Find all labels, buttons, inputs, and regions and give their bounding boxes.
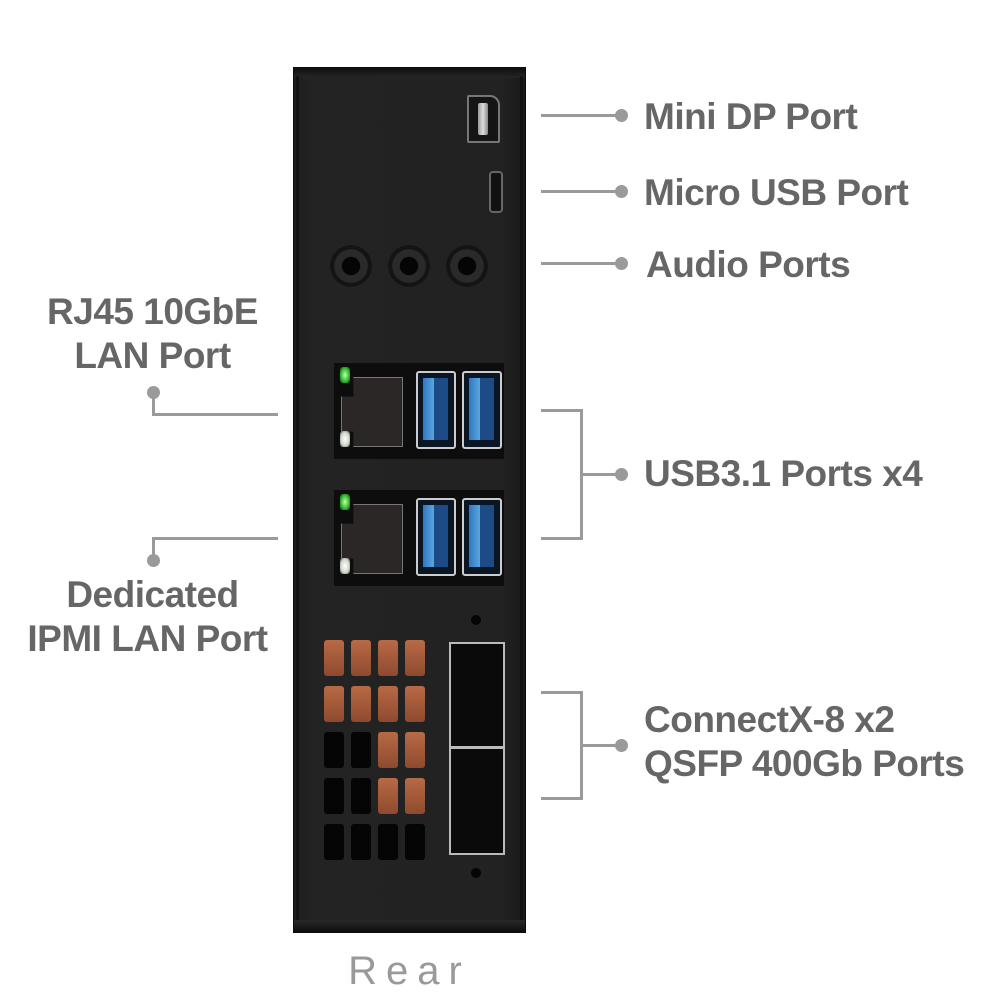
qsfp-400gb-cage	[449, 642, 505, 855]
rj45-10gbe-port	[341, 377, 403, 447]
callout-label-ipmi-line2: IPMI LAN Port	[27, 618, 268, 659]
callout-dot-icon	[615, 185, 628, 198]
io-block-ipmi-usb	[334, 490, 504, 586]
callout-label-ipmi-line1: Dedicated	[66, 574, 239, 615]
bracket-line	[541, 409, 583, 412]
vent-slot	[324, 824, 344, 860]
callout-dot-icon	[615, 109, 628, 122]
vent-slot	[378, 824, 398, 860]
ipmi-lan-port	[341, 504, 403, 574]
vent-slot	[351, 732, 371, 768]
leader-line	[580, 744, 620, 747]
screw-hole	[471, 615, 481, 625]
chassis-bottom-edge	[294, 920, 525, 932]
vent-slot	[351, 686, 371, 722]
server-rear-chassis	[293, 67, 526, 933]
leader-line	[580, 473, 620, 476]
view-label: Rear	[348, 949, 471, 993]
vent-slot	[324, 686, 344, 722]
callout-label-micro-usb: Micro USB Port	[644, 172, 909, 213]
vent-slot	[378, 686, 398, 722]
link-led-icon	[340, 494, 350, 510]
chassis-top-edge	[294, 68, 525, 78]
vent-slot	[405, 686, 425, 722]
activity-led-icon	[340, 558, 350, 574]
callout-label-mini-dp: Mini DP Port	[644, 96, 858, 137]
vent-slot	[405, 640, 425, 676]
audio-jack	[330, 245, 372, 287]
usb31-port	[462, 498, 502, 576]
callout-label-connectx-line1: ConnectX-8 x2	[644, 699, 895, 740]
audio-jack	[446, 245, 488, 287]
audio-jack	[388, 245, 430, 287]
leader-line	[152, 392, 155, 416]
callout-label-rj45-line1: RJ45 10GbE	[47, 291, 258, 332]
vent-slot	[351, 824, 371, 860]
leader-line	[152, 413, 278, 416]
vent-slot	[378, 732, 398, 768]
micro-usb-port	[489, 171, 503, 213]
callout-label-rj45-line2: LAN Port	[74, 335, 231, 376]
vent-slot	[351, 640, 371, 676]
callout-dot-icon	[615, 739, 628, 752]
chassis-right-edge	[520, 76, 523, 922]
screw-hole	[471, 868, 481, 878]
vent-slot	[324, 640, 344, 676]
callout-dot-icon	[615, 257, 628, 270]
callout-dot-icon	[615, 468, 628, 481]
callout-label-usb31: USB3.1 Ports x4	[644, 453, 923, 494]
activity-led-icon	[340, 431, 350, 447]
leader-line	[152, 537, 278, 540]
leader-line	[541, 262, 621, 265]
callout-label-audio: Audio Ports	[646, 244, 851, 285]
vent-slot	[378, 640, 398, 676]
callout-dot-icon	[147, 554, 160, 567]
usb31-port	[416, 498, 456, 576]
usb31-port	[462, 371, 502, 449]
qsfp-divider	[451, 746, 503, 749]
usb31-port	[416, 371, 456, 449]
bracket-line	[541, 797, 583, 800]
chassis-left-edge	[296, 76, 299, 922]
leader-line	[541, 190, 621, 193]
vent-slot	[324, 778, 344, 814]
leader-line	[541, 114, 621, 117]
vent-slot	[405, 824, 425, 860]
link-led-icon	[340, 367, 350, 383]
io-block-rj45-usb	[334, 363, 504, 459]
vent-slot	[351, 778, 371, 814]
vent-slot	[405, 778, 425, 814]
bracket-line	[541, 691, 583, 694]
mini-dp-port	[467, 95, 500, 143]
vent-slot	[405, 732, 425, 768]
vent-slot	[324, 732, 344, 768]
callout-label-connectx-line2: QSFP 400Gb Ports	[644, 743, 965, 784]
bracket-line	[541, 537, 583, 540]
vent-slot	[378, 778, 398, 814]
leader-line	[152, 537, 155, 559]
